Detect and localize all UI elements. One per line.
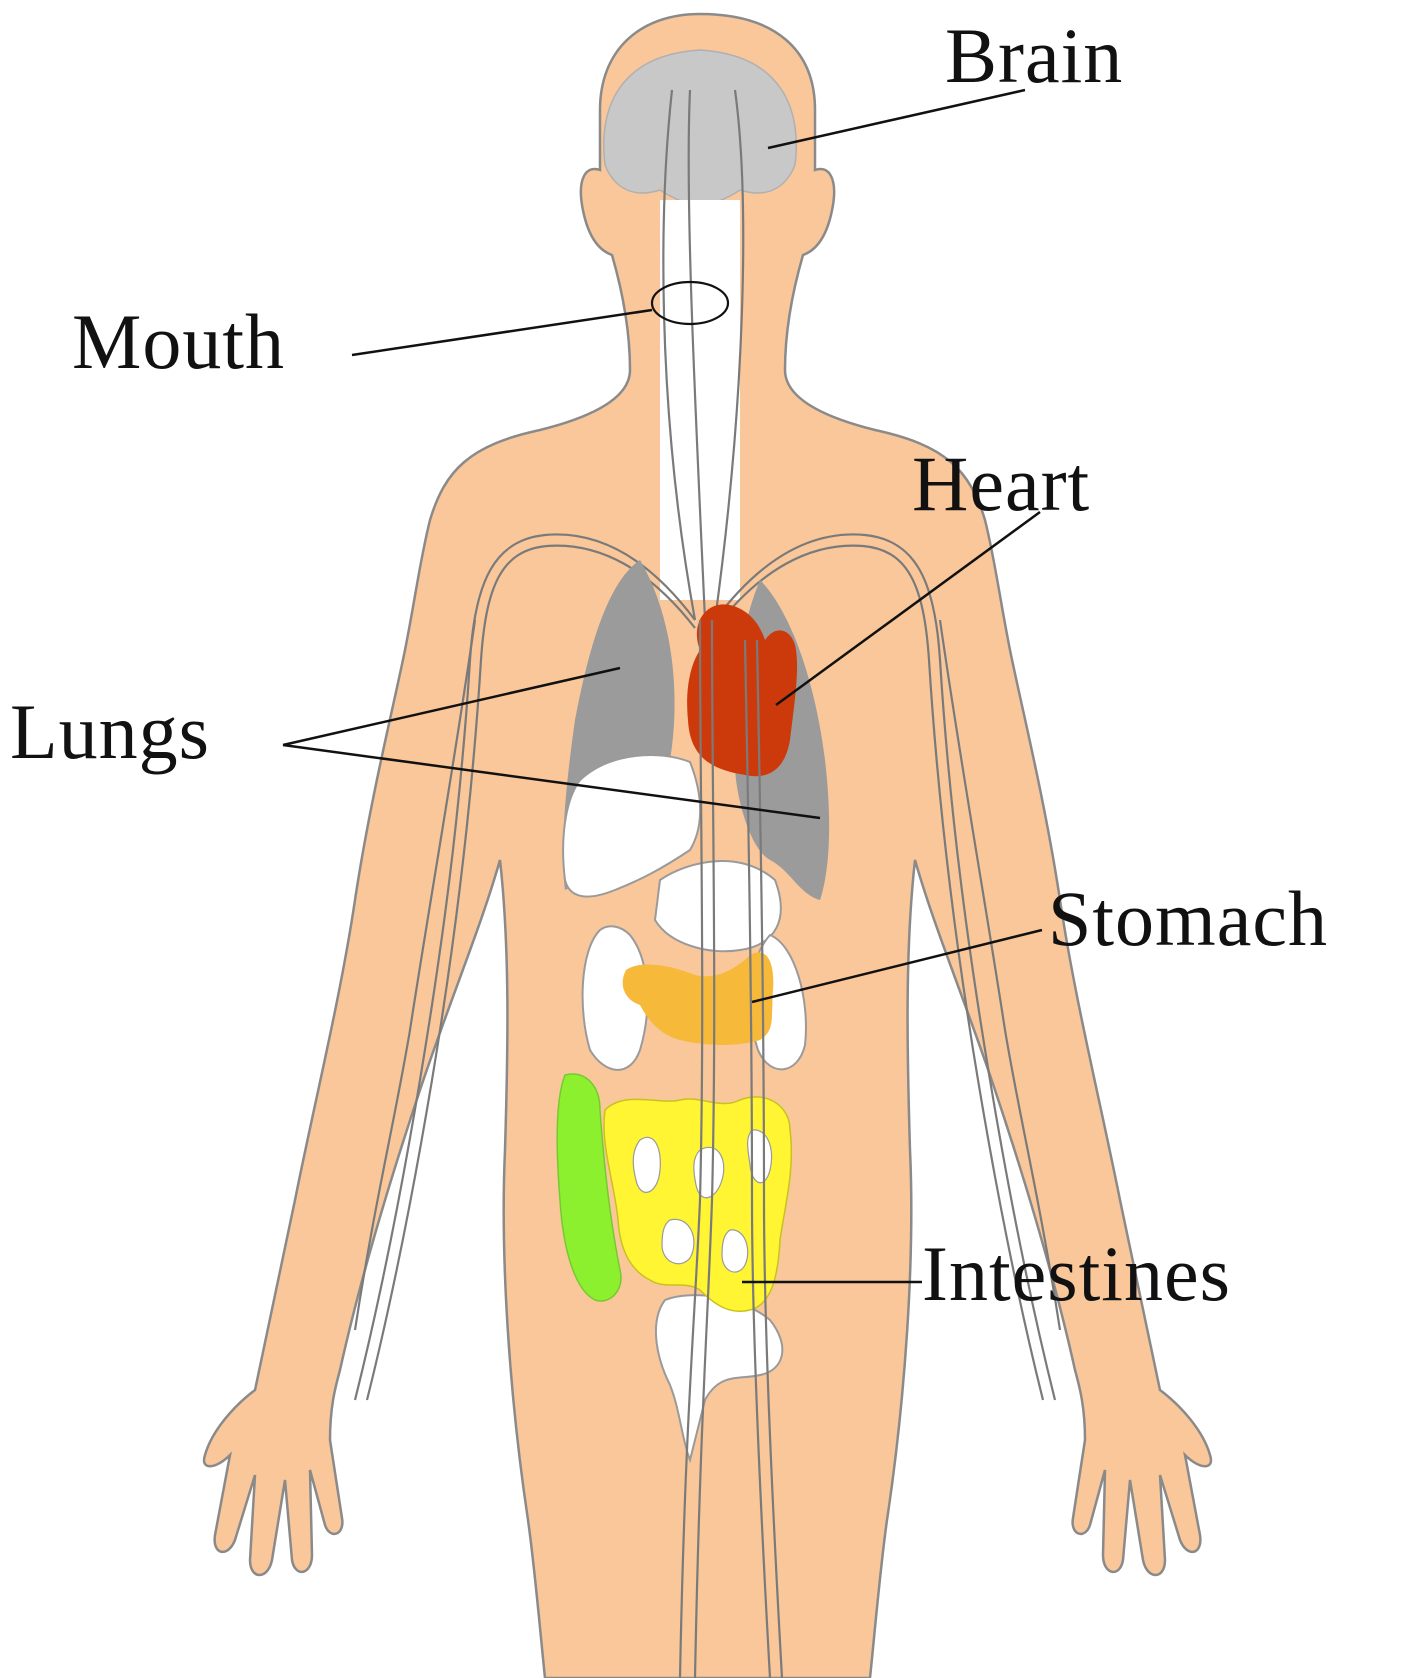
esophagus-tube [660, 200, 740, 600]
intestine-coil-5 [722, 1230, 748, 1272]
mouth-leader [352, 310, 652, 355]
intestine-coil-1 [633, 1137, 660, 1192]
lungs-label: Lungs [10, 688, 210, 775]
brain-label: Brain [945, 12, 1123, 99]
mouth-label: Mouth [72, 298, 285, 385]
heart-label: Heart [912, 440, 1090, 527]
intestine-coil-4 [662, 1219, 694, 1263]
brain-organ [604, 50, 797, 205]
intestines-label: Intestines [922, 1230, 1231, 1317]
stomach-label: Stomach [1048, 875, 1328, 962]
